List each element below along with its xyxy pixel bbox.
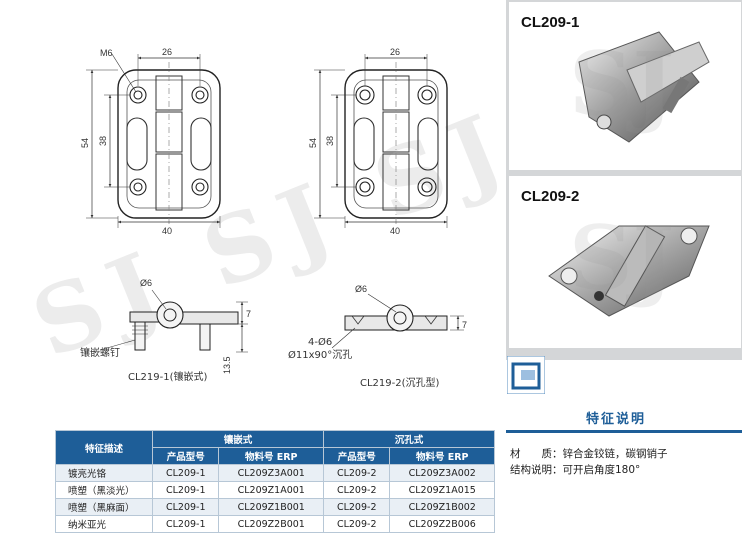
row-erp-1: CL209Z2B001 [218,515,324,533]
features-material: 材 质：锌合金铰链，碳钢销子 [510,448,668,460]
side1-caption: CL219-1(镶嵌式) [128,370,208,383]
row-model-2: CL209-2 [322,515,391,533]
row-model-1: CL209-1 [151,481,220,499]
row-model-1: CL209-1 [151,498,220,516]
hinge-side-view-2: Ø6 7 4-Ø6 Ø11x90°沉孔 CL219-2(沉孔型) [288,284,467,389]
subheader-model-1: 产品型号 [151,447,220,465]
subheader-erp-2: 物料号 ERP [389,447,495,465]
photo-label-2: CL209-2 [521,188,580,205]
hinge-front-view-1: M6 26 40 54 38 [80,47,221,236]
hinge-side-view-1: Ø6 7 13.5 镶嵌螺钉 CL219-1(镶嵌式) [80,278,251,383]
dim-40-b: 40 [390,226,400,236]
features-structure: 结构说明：可开启角度180° [510,464,641,476]
dim-m6: M6 [100,48,113,58]
row-erp-2: CL209Z3A002 [389,464,495,482]
side1-13-5: 13.5 [222,356,232,374]
side2-phi: Ø6 [355,284,367,294]
row-model-2: CL209-2 [322,481,391,499]
side2-holes-count: 4-Ø6 [308,336,332,348]
hinge-photo-2-image [548,225,710,317]
features-title: 特征说明 [586,412,647,427]
spec-table: 特征描述 镶嵌式 沉孔式 产品型号 物料号 ERP 产品型号 物料号 ERP 镀… [55,430,496,533]
side1-7: 7 [246,309,251,319]
header-group-countersink: 沉孔式 [322,430,496,448]
photo-cl209-2: CL209-2 SJ [509,176,741,348]
header-desc: 特征描述 [55,430,153,465]
dim-54: 54 [80,138,90,148]
row-model-1: CL209-1 [151,515,220,533]
side1-phi: Ø6 [140,278,152,288]
row-model-1: CL209-1 [151,464,220,482]
table-row: 镀亮光铬 CL209-1 CL209Z3A001 CL209-2 CL209Z3… [55,464,495,482]
photo-label-1: CL209-1 [521,14,580,31]
dim-26-b: 26 [390,47,400,57]
dim-38: 38 [98,136,108,146]
row-desc: 镀亮光铬 [55,464,153,482]
row-desc: 喷塑（黑淡光） [55,481,153,499]
header-group-inlay: 镶嵌式 [152,430,324,448]
dim-40: 40 [162,226,172,236]
row-erp-2: CL209Z1A015 [389,481,495,499]
side2-caption: CL219-2(沉孔型) [360,376,440,389]
table-row: 纳米亚光 CL209-1 CL209Z2B001 CL209-2 CL209Z2… [55,515,495,533]
row-erp-2: CL209Z2B006 [389,515,495,533]
row-model-2: CL209-2 [322,464,391,482]
hinge-front-view-2: 26 40 54 38 [308,47,448,236]
photo-panel: CL209-1 SJ CL209-2 [506,0,742,360]
row-erp-1: CL209Z1B001 [218,498,324,516]
photo-watermark-2: SJ [569,206,675,310]
photo-cl209-1: CL209-1 SJ [509,2,741,170]
row-model-2: CL209-2 [322,498,391,516]
hinge-icon [507,356,545,394]
subheader-erp-1: 物料号 ERP [218,447,324,465]
dim-26: 26 [162,47,172,57]
subheader-model-2: 产品型号 [322,447,391,465]
side2-7: 7 [462,320,467,330]
table-row: 喷塑（黑淡光） CL209-1 CL209Z1A001 CL209-2 CL20… [55,481,495,499]
row-erp-1: CL209Z3A001 [218,464,324,482]
hinge-photo-1-image [578,31,710,143]
photo-watermark-1: SJ [569,32,675,136]
row-desc: 喷塑（黑麻面） [55,498,153,516]
dim-38-b: 38 [325,136,335,146]
row-erp-1: CL209Z1A001 [218,481,324,499]
dim-54-b: 54 [308,138,318,148]
side1-insert-label: 镶嵌螺钉 [80,346,120,359]
features-divider [506,430,742,433]
row-erp-2: CL209Z1B002 [389,498,495,516]
row-desc: 纳米亚光 [55,515,153,533]
side2-countersink: Ø11x90°沉孔 [288,348,352,361]
table-row: 喷塑（黑麻面） CL209-1 CL209Z1B001 CL209-2 CL20… [55,498,495,516]
technical-drawings: M6 26 40 54 38 26 40 54 [80,47,467,389]
